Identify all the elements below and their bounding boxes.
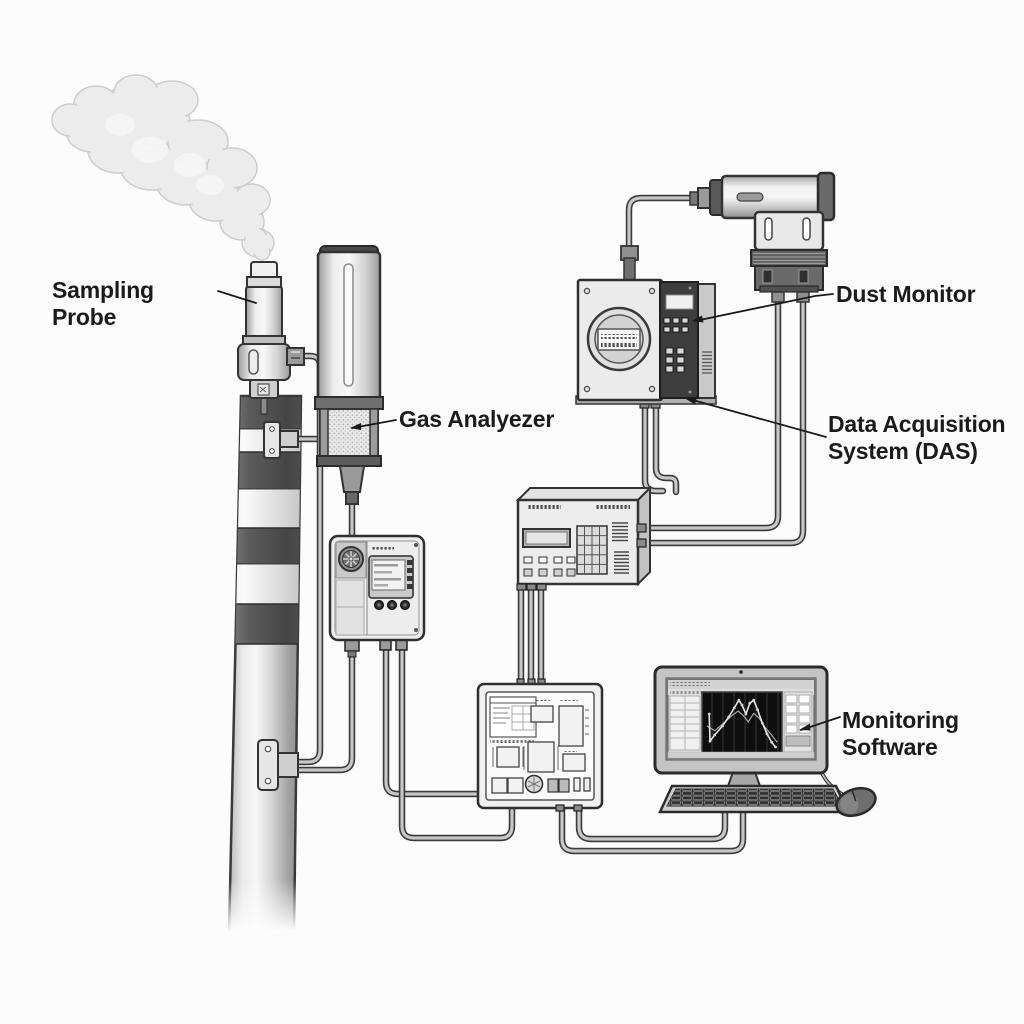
- dust-monitor-sensor: [689, 171, 836, 222]
- analyzer-controller: [328, 534, 426, 658]
- das-keypad: [576, 525, 608, 575]
- smoke-plume-icon: [51, 74, 275, 261]
- probe-side-fitting: [286, 347, 305, 366]
- sensor-mount-bracket: [750, 210, 828, 303]
- leader-dust-monitor: [694, 293, 834, 322]
- das-vents: [612, 522, 629, 574]
- upper-sampling-port: [263, 421, 299, 459]
- monitor-screen: [667, 679, 815, 759]
- sampling-probe: [237, 261, 305, 415]
- dust-controller-keypad: [663, 317, 689, 373]
- screen-side-panel: [669, 695, 701, 751]
- computer-workstation: [653, 665, 877, 818]
- sampling-probe-label: Sampling Probe: [52, 277, 154, 331]
- das-to-junction-cables: [521, 586, 541, 688]
- das-marking-left: [527, 504, 561, 509]
- controller-marking: [372, 545, 394, 550]
- board-components: [491, 705, 586, 794]
- das-unit: [515, 485, 653, 591]
- screen-chart: [701, 691, 783, 755]
- lower-sampling-port: [257, 739, 299, 791]
- leader-sampling-probe: [217, 290, 257, 304]
- dust-monitor-label: Dust Monitor: [836, 281, 976, 307]
- das-marking-right: [596, 504, 630, 509]
- stack-fade: [212, 880, 317, 940]
- das-label: Data Acquisition System (DAS): [828, 411, 1006, 465]
- dust-controller-vents: [702, 351, 712, 374]
- dust-controller-to-das-cables: [645, 402, 676, 492]
- leader-das: [688, 398, 827, 438]
- gas-analyzer: [314, 245, 384, 505]
- board-document: [489, 696, 537, 738]
- dust-monitor-controller: [575, 245, 717, 409]
- das-display: [525, 531, 568, 545]
- junction-board-enclosure: [476, 678, 604, 812]
- webcam-icon: [739, 670, 743, 674]
- controller-buttons: [374, 600, 410, 610]
- mouse: [835, 786, 877, 818]
- screen-right-panel: [783, 691, 813, 753]
- monitoring-software-label: Monitoring Software: [842, 707, 959, 761]
- dust-sensor-cable: [629, 198, 696, 250]
- keyboard: [658, 784, 850, 814]
- das-buttons: [523, 556, 576, 577]
- smokestack: [212, 394, 317, 940]
- sensor-slot: [736, 192, 764, 202]
- label-leaders: [217, 290, 841, 731]
- gas-analyzer-label: Gas Analyezer: [399, 406, 555, 432]
